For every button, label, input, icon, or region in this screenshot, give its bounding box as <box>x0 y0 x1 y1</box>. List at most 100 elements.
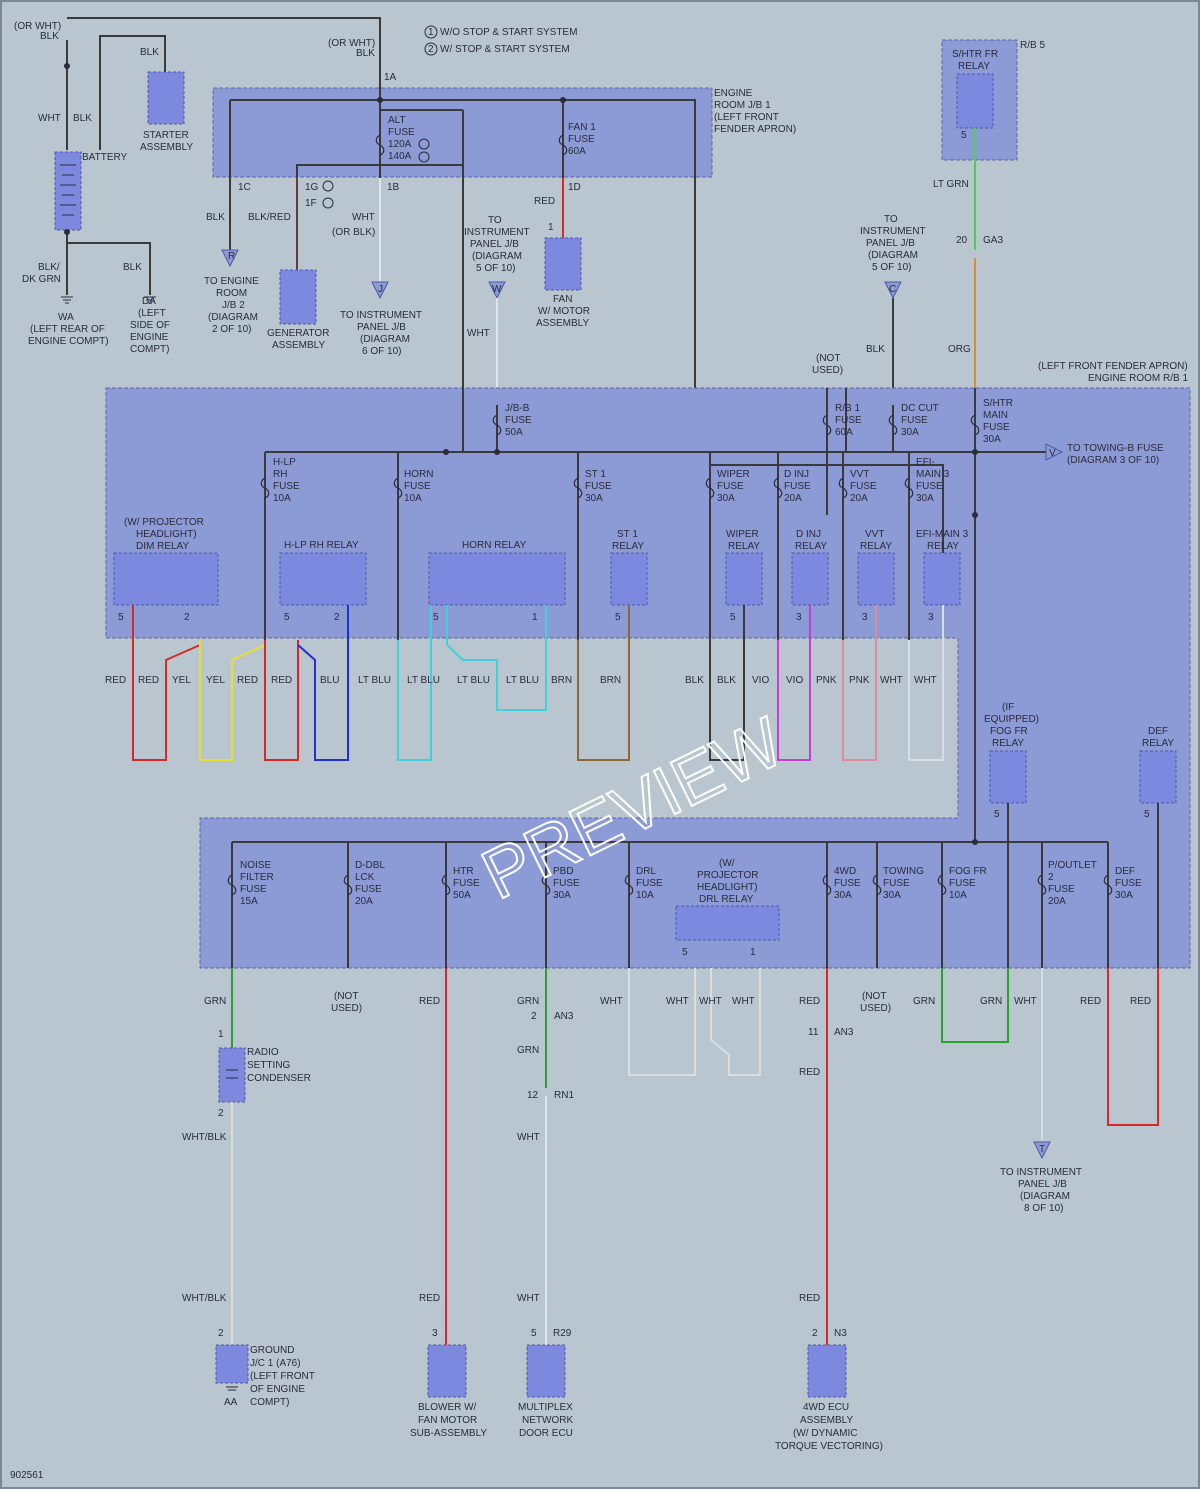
not-used-low-3: (NOT <box>862 991 886 1002</box>
wc-4: RED <box>237 675 258 686</box>
ground-2: J/C 1 (A76) <box>250 1358 301 1369</box>
pin-an3-11: 11 <box>808 1027 819 1038</box>
doc-id: 902561 <box>10 1470 44 1481</box>
fogfr-fuse-2: FUSE <box>949 878 976 889</box>
wht-or-blk-2: (OR BLK) <box>332 227 375 238</box>
ground-1: GROUND <box>250 1345 294 1356</box>
rb5-label: R/B 5 <box>1020 40 1045 51</box>
shtr-fuse-1: S/HTR <box>983 398 1013 409</box>
wc-5: RED <box>271 675 292 686</box>
radio-1: RADIO <box>247 1047 279 1058</box>
efi-fuse-symbol <box>904 477 914 499</box>
pin-ground-2: 2 <box>218 1328 224 1339</box>
loop-ltblu-2 <box>446 605 547 711</box>
fan1-fuse-1: FAN 1 <box>568 122 596 133</box>
jbb-fuse-2: FUSE <box>505 415 532 426</box>
conn-1g: 1G <box>305 182 319 193</box>
vvt-fuse-1: VVT <box>850 469 869 480</box>
jb1-title-1: ENGINE <box>714 88 753 99</box>
loop-brn <box>577 605 630 761</box>
blower-3: SUB-ASSEMBLY <box>410 1428 487 1439</box>
vvt-relay <box>857 552 895 606</box>
pbd-fuse-3: 30A <box>553 890 571 901</box>
rb1-title-1: (LEFT FRONT FENDER APRON) <box>1038 361 1188 372</box>
aa-label: AA <box>224 1397 238 1408</box>
da-5: COMPT) <box>130 344 169 355</box>
fan1-fuse-2: FUSE <box>568 134 595 145</box>
blk-label-dccut: BLK <box>866 344 885 355</box>
blower-2: FAN MOTOR <box>418 1415 477 1426</box>
connector-v-letter: V <box>1049 448 1056 459</box>
pbd-fuse-2: FUSE <box>553 878 580 889</box>
battery-ground-wires <box>66 230 151 295</box>
legend-opt1: W/O STOP & START SYSTEM <box>440 27 577 38</box>
ground-4: OF ENGINE <box>250 1384 305 1395</box>
conn-1g-marker <box>322 180 334 192</box>
not-used-low-1: (NOT <box>334 991 358 1002</box>
wc-17: PNK <box>816 675 837 686</box>
wc-1: RED <box>138 675 159 686</box>
alt-fuse-3: 120A <box>388 139 412 150</box>
hlp-fuse-2: RH <box>273 469 287 480</box>
wc-6: BLU <box>320 675 339 686</box>
pin-hlp-5: 5 <box>284 612 290 623</box>
an3-label-2: AN3 <box>834 1027 854 1038</box>
htr-fuse-2: FUSE <box>453 878 480 889</box>
pin-rn1-12: 12 <box>527 1090 539 1101</box>
horn-fuse-symbol <box>393 477 403 499</box>
legend-marker-1 <box>424 25 438 39</box>
org-label: ORG <box>948 344 971 355</box>
hlp-fuse-3: FUSE <box>273 481 300 492</box>
alt-fuse-1: ALT <box>388 115 406 126</box>
efi-fuse-4: 30A <box>916 493 934 504</box>
to-ip-c-4: (DIAGRAM <box>868 250 918 261</box>
battery-positive-wire <box>66 17 381 150</box>
wire-drl-wht <box>628 968 761 1076</box>
to-er-1: TO ENGINE <box>204 276 259 287</box>
wa-1: WA <box>58 312 74 323</box>
htr-fuse-symbol <box>441 874 451 896</box>
shtr-fuse-2: MAIN <box>983 410 1008 421</box>
blower-fan-motor <box>427 1344 467 1398</box>
pin-blower-3: 3 <box>432 1328 438 1339</box>
fan-label-2: W/ MOTOR <box>538 306 590 317</box>
loop-yel <box>199 640 266 761</box>
wc-0: RED <box>105 675 126 686</box>
ddbl-fuse-4: 20A <box>355 896 373 907</box>
shtr-fuse-4: 30A <box>983 434 1001 445</box>
alt-fuse-2: FUSE <box>388 127 415 138</box>
radio-2: SETTING <box>247 1060 291 1071</box>
to-ip-c-1: TO <box>884 214 898 225</box>
connector-t-letter: T <box>1039 1144 1045 1155</box>
loop-ltblu-1 <box>397 605 432 761</box>
hlp-rh-relay <box>279 552 367 606</box>
towing-fuse-3: 30A <box>883 890 901 901</box>
blk-label-1: BLK <box>73 113 92 124</box>
def-fuse-1: DEF <box>1115 866 1135 877</box>
wc-18: PNK <box>849 675 870 686</box>
to-ip-t-2: PANEL J/B <box>1018 1179 1067 1190</box>
loop-blu <box>297 605 349 761</box>
st1-fuse-1: ST 1 <box>585 469 606 480</box>
fog-relay-4: RELAY <box>992 738 1024 749</box>
loop-blk <box>709 605 745 761</box>
wc-11: BRN <box>551 675 572 686</box>
4wd-fuse-symbol <box>822 874 832 896</box>
towing-fuse-1: TOWING <box>883 866 924 877</box>
red-label-fan: RED <box>534 196 555 207</box>
pin-horn-1: 1 <box>532 612 538 623</box>
jb1-internal-bus <box>229 88 975 516</box>
def-fuse-3: 30A <box>1115 890 1133 901</box>
rb1-fuse-branches <box>264 452 944 640</box>
radio-3: CONDENSER <box>247 1073 311 1084</box>
connector-j-letter: J <box>378 284 383 295</box>
pin-hlp-2: 2 <box>334 612 340 623</box>
to-ip-j-4: 6 OF 10) <box>362 346 401 357</box>
4wd-ecu-assembly <box>807 1344 847 1398</box>
grn-label-pbd-2: GRN <box>517 1045 539 1056</box>
not-used-top-2: USED) <box>812 365 843 376</box>
or-wht-label-mid: (OR WHT) <box>328 38 375 49</box>
wc-14: BLK <box>717 675 736 686</box>
connector-r-icon <box>221 249 239 268</box>
to-ip-j-2: PANEL J/B <box>357 322 406 333</box>
